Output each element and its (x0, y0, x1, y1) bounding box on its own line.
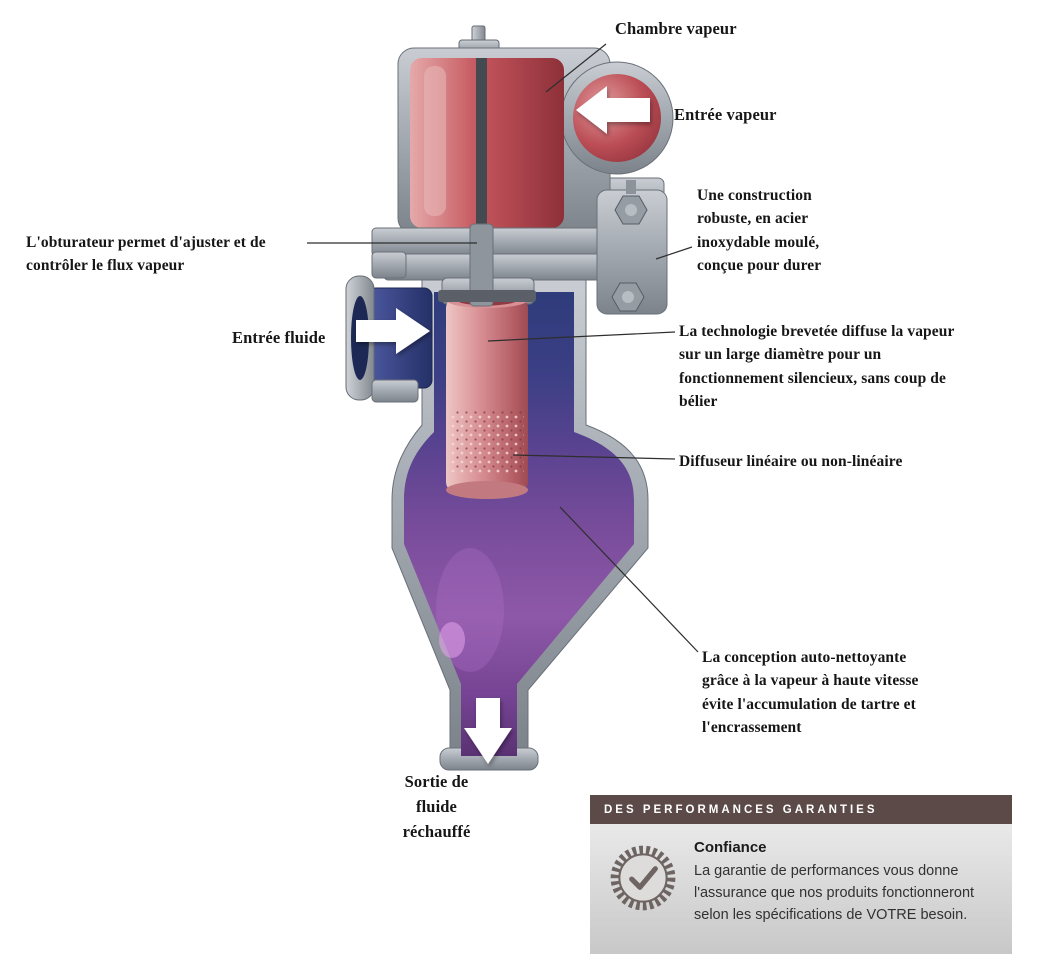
callout-technologie (487, 331, 676, 342)
guarantee-seal-check-icon (610, 845, 676, 911)
label-conception: La conception auto-nettoyante grâce à la… (702, 649, 919, 736)
callout-diffuseur (512, 454, 676, 460)
label-chambre-vapeur: Chambre vapeur (615, 19, 737, 38)
panel-text: Confiance La garantie de performances vo… (694, 839, 998, 926)
label-technologie: La technologie brevetée diffuse la vapeu… (679, 323, 955, 410)
diffuser-tube (441, 277, 535, 499)
panel-header: DES PERFORMANCES GARANTIES (590, 795, 1012, 824)
bonnet-flange (371, 227, 667, 281)
fluid-inlet-arrow-icon (356, 308, 430, 354)
steam-inlet-arrow-icon (576, 86, 650, 134)
confiance-title: Confiance (694, 839, 767, 856)
label-obturateur: L'obturateur permet d'ajuster et de cont… (26, 234, 266, 275)
label-entree-vapeur: Entrée vapeur (674, 105, 777, 124)
flow-arrows (356, 86, 650, 764)
callout-lines (307, 43, 699, 653)
label-entree-fluide: Entrée fluide (232, 328, 326, 347)
callout-chambre-vapeur (545, 43, 607, 93)
callout-conception (559, 506, 699, 653)
diffuser-perforations (450, 410, 524, 474)
label-diffuseur: Diffuseur linéaire ou non-linéaire (679, 453, 903, 470)
steam-chamber (397, 25, 674, 237)
valve-stem (438, 58, 536, 307)
callout-construction (655, 246, 693, 260)
performance-panel: DES PERFORMANCES GARANTIES Confiance La … (590, 795, 1012, 954)
panel-body: Confiance La garantie de performances vo… (590, 824, 1012, 954)
outlet-arrow-icon (464, 698, 512, 764)
label-sortie-fluide: Sortie de fluide réchauffé (402, 772, 471, 841)
confiance-paragraph: La garantie de performances vous donne l… (694, 863, 975, 923)
label-construction: Une construction robuste, en acier inoxy… (697, 187, 822, 274)
bolt-bracket (596, 180, 668, 315)
